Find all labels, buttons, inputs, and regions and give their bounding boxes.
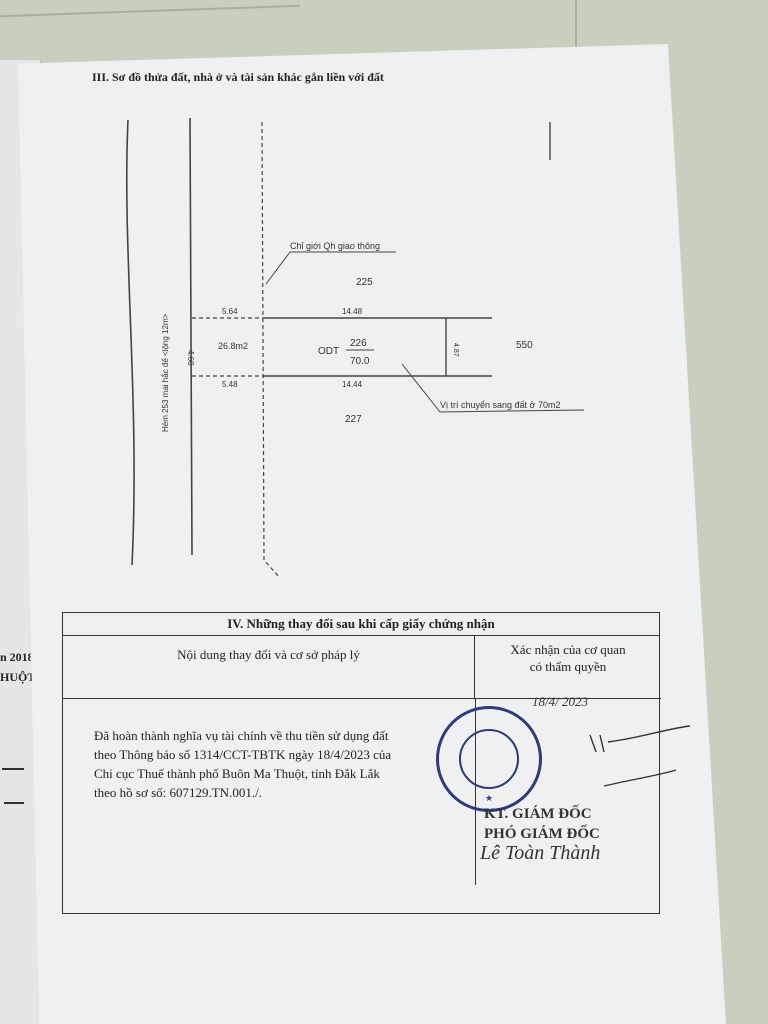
conversion-leader xyxy=(439,409,585,413)
conversion-note: Vị trí chuyển sang đất ở 70m2 xyxy=(440,400,560,410)
col-confirmation-line1: Xác nhận của cơ quan xyxy=(510,642,626,657)
parcel-area-label: 70.0 xyxy=(350,356,370,367)
col-content-header: Nội dung thay đổi và cơ sở pháp lý xyxy=(63,635,475,699)
dim-top-left: 5.64 xyxy=(222,307,238,316)
parcel-number-label: 226 xyxy=(350,338,367,349)
section-iii-title: III. Sơ đồ thửa đất, nhà ở và tài sản kh… xyxy=(92,70,384,84)
official-seal: ★ xyxy=(436,706,542,812)
road-edge-left xyxy=(125,119,135,566)
land-type-label: ODT xyxy=(318,346,339,357)
signer-title-kt: KT. GIÁM ĐỐC xyxy=(484,806,592,822)
pen-mark xyxy=(2,768,24,770)
parcel-above-number: 225 xyxy=(356,277,373,288)
boundary-leader xyxy=(265,251,291,285)
change-line: Chi cục Thuế thành phố Buôn Ma Thuột, tỉ… xyxy=(94,766,380,781)
pen-mark xyxy=(4,802,24,804)
col-confirmation-header: Xác nhận của cơ quan có thẩm quyền xyxy=(475,635,661,699)
seal-star-icon: ★ xyxy=(484,793,494,803)
change-line: Đã hoàn thành nghĩa vụ tài chính về thu … xyxy=(94,728,389,743)
change-line: theo hồ sơ số: 607129.TN.001./. xyxy=(94,785,262,800)
dim-top: 14.48 xyxy=(342,307,363,316)
official-seal-inner xyxy=(459,729,519,789)
parcel-right-number: 550 xyxy=(516,340,533,351)
dim-right: 4.87 xyxy=(452,343,459,357)
section-iv-title: IV. Những thay đổi sau khi cấp giấy chứn… xyxy=(63,613,659,636)
boundary-label: Chỉ giới Qh giao thông xyxy=(290,241,380,251)
changes-table: IV. Những thay đổi sau khi cấp giấy chứn… xyxy=(62,612,661,914)
parcel-below-number: 227 xyxy=(345,414,362,425)
road-width-label: 4.60 xyxy=(186,350,195,366)
setback-area-label: 26.8m2 xyxy=(218,341,248,351)
col-confirmation-line2: có thẩm quyền xyxy=(529,659,607,674)
conversion-leader xyxy=(401,363,441,413)
signer-title-deputy: PHÓ GIÁM ĐỐC xyxy=(484,826,600,842)
change-content: Đã hoàn thành nghĩa vụ tài chính về thu … xyxy=(94,726,474,802)
change-line: theo Thông báo số 1314/CCT-TBTK ngày 18/… xyxy=(94,747,392,762)
dim-bottom-left: 5.48 xyxy=(222,380,238,389)
dim-bottom: 14.44 xyxy=(342,380,363,389)
document-page xyxy=(18,44,726,1024)
left-page-city: HUỘT xyxy=(0,670,36,684)
road-edge-right xyxy=(189,117,193,556)
signer-name: Lê Toàn Thành xyxy=(480,842,601,864)
handwritten-date: 18/4/ 2023 xyxy=(532,694,588,709)
floor-tile-line xyxy=(575,0,577,60)
left-page-year: n 2018 xyxy=(0,650,34,664)
land-plot-diagram: Hẻm 253 mai hắc đế <lộng 12m> 4.60 Chỉ g… xyxy=(125,117,585,579)
road-label: Hẻm 253 mai hắc đế <lộng 12m> xyxy=(161,313,170,432)
